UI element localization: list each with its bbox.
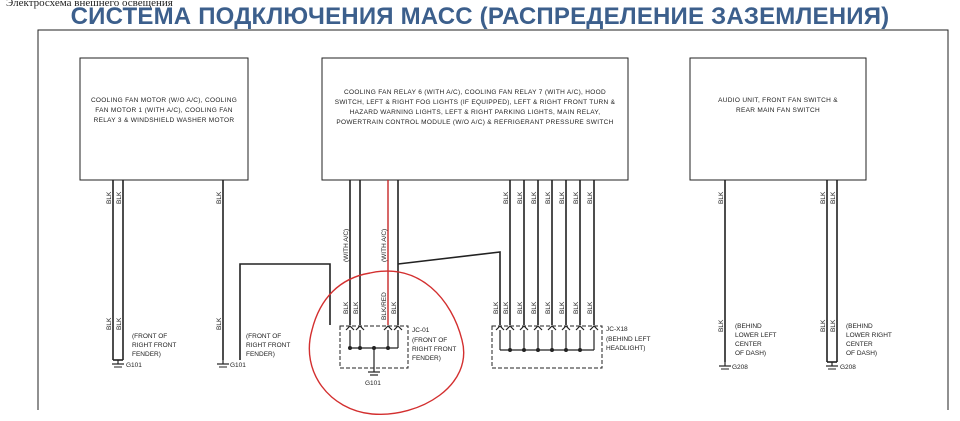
g101-jc01-label: G101 bbox=[365, 380, 381, 387]
g101-center-left-label: G101 bbox=[230, 362, 246, 369]
wire-label-blk: BLK bbox=[830, 319, 837, 332]
wire-label-blk: BLK bbox=[517, 191, 524, 204]
wire-label-blk: BLK bbox=[545, 301, 552, 314]
g101-left-symbol bbox=[112, 360, 124, 368]
wire-label-blk: BLK bbox=[718, 191, 725, 204]
wire-label-blk: BLK bbox=[517, 301, 524, 314]
wire-label-blk: BLK bbox=[106, 317, 113, 330]
center-component-box bbox=[321, 57, 629, 181]
wire-label-blk: BLK bbox=[503, 301, 510, 314]
wire-label-blk: BLK bbox=[353, 301, 360, 314]
page-title: СИСТЕМА ПОДКЛЮЧЕНИЯ МАСС (РАСПРЕДЕЛЕНИЕ … bbox=[70, 3, 890, 30]
jcx18-connector bbox=[491, 325, 603, 369]
right-component-box bbox=[689, 57, 867, 181]
wire-label-blk: BLK bbox=[718, 319, 725, 332]
g208-left-label: G208 bbox=[732, 364, 748, 371]
center-wires bbox=[239, 180, 595, 360]
wire-label-blk: BLK bbox=[216, 191, 223, 204]
wire-label-blk: BLK bbox=[116, 191, 123, 204]
wire-label-blk: BLK bbox=[559, 191, 566, 204]
g208-left-symbol bbox=[719, 362, 731, 370]
wire-label-blk: BLK bbox=[820, 191, 827, 204]
diagram-frame bbox=[37, 29, 949, 410]
wire-label-blk: BLK bbox=[573, 301, 580, 314]
g208-right-location: (BEHIND LOWER RIGHT CENTER OF DASH) bbox=[846, 323, 892, 357]
jc01-connector bbox=[339, 325, 409, 376]
g208-right-label: G208 bbox=[840, 364, 856, 371]
wire-label-with-ac: (WITH A/C) bbox=[343, 229, 350, 262]
wire-label-blk: BLK bbox=[531, 301, 538, 314]
jcx18-location: (BEHIND LEFT HEADLIGHT) bbox=[606, 336, 651, 352]
wire-label-blk: BLK bbox=[559, 301, 566, 314]
wire-label-blk: BLK bbox=[573, 191, 580, 204]
wire-label-blk: BLK bbox=[493, 301, 500, 314]
top-caption: Электросхема внешнего освещения bbox=[6, 0, 173, 9]
g101-center-left-symbol bbox=[217, 360, 229, 368]
g101-center-left-location: (FRONT OF RIGHT FRONT FENDER) bbox=[246, 333, 291, 358]
g101-left-location: (FRONT OF RIGHT FRONT FENDER) bbox=[132, 333, 177, 358]
left-wires bbox=[112, 180, 224, 361]
jcx18-label: JC-X18 bbox=[606, 326, 628, 333]
wire-label-blk: BLK bbox=[343, 301, 350, 314]
jc01-location: (FRONT OF RIGHT FRONT FENDER) bbox=[412, 337, 457, 362]
wire-label-blk: BLK bbox=[531, 191, 538, 204]
g208-left-location: (BEHIND LOWER LEFT CENTER OF DASH) bbox=[735, 323, 777, 357]
wire-label-blk: BLK bbox=[820, 319, 827, 332]
g101-left-label: G101 bbox=[126, 362, 142, 369]
wire-label-with-ac: (WITH A/C) bbox=[381, 229, 388, 262]
right-wires bbox=[724, 180, 838, 363]
wire-label-blk: BLK bbox=[503, 191, 510, 204]
wire-label-blk: BLK bbox=[216, 317, 223, 330]
g208-right-symbol bbox=[826, 362, 838, 370]
wire-label-blk-red: BLK/RED bbox=[381, 292, 388, 320]
blk-wire-labels: BLK BLK BLK BLK BLK BLK BLK BLK BLK BLK … bbox=[106, 191, 837, 332]
center-box-label: COOLING FAN RELAY 6 (WITH A/C), COOLING … bbox=[334, 89, 616, 126]
wire-label-blk: BLK bbox=[587, 301, 594, 314]
right-box-label: AUDIO UNIT, FRONT FAN SWITCH & REAR MAIN… bbox=[718, 97, 838, 114]
wire-label-blk: BLK bbox=[830, 191, 837, 204]
jc01-label: JC-01 bbox=[412, 327, 430, 334]
red-highlight-circle bbox=[308, 270, 465, 415]
left-component-box bbox=[79, 57, 249, 181]
wire-label-blk: BLK bbox=[106, 191, 113, 204]
left-box-label: COOLING FAN MOTOR (W/O A/C), COOLING FAN… bbox=[90, 97, 238, 124]
wire-label-blk: BLK bbox=[587, 191, 594, 204]
wire-label-blk: BLK bbox=[545, 191, 552, 204]
wire-label-blk: BLK bbox=[116, 317, 123, 330]
wire-label-blk: BLK bbox=[391, 301, 398, 314]
